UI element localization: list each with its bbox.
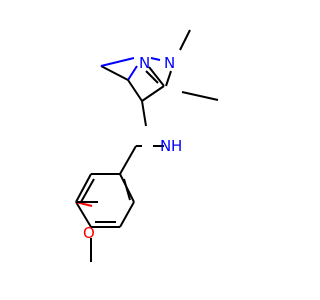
bond-c4-c5: [148, 66, 165, 87]
bond-b1-b2-inner: [123, 178, 131, 201]
atom-label-n1: N: [164, 54, 175, 72]
bond-c4-c5-double: [145, 70, 159, 84]
bond-b5-b6: [75, 173, 92, 203]
bond-b2-b3: [119, 201, 135, 228]
bond-c3-c4-ring: [127, 79, 143, 102]
bond-c5-n1: [165, 70, 172, 87]
bond-b4-b5: [75, 201, 92, 228]
molecule-diagram: N N N H O: [0, 0, 300, 300]
atom-label-n2: N: [139, 54, 150, 72]
bond-b5-b6-inner: [80, 178, 95, 203]
atom-label-nh-h: H: [171, 137, 182, 155]
atom-label-nh: N: [160, 137, 171, 155]
bond-ch2-ring: [119, 145, 137, 175]
background: [0, 0, 300, 300]
bond-n2-n1: [150, 57, 161, 61]
atom-label-o: O: [83, 224, 95, 242]
bond-c-n2-double: [100, 57, 135, 67]
bond-c3-c4: [141, 85, 165, 102]
bond-c-n2: [127, 65, 138, 81]
bond-c4-nh: [141, 100, 147, 127]
bond-ring-c-c: [100, 65, 129, 81]
bond-c5-methyl: [181, 91, 219, 101]
bond-n1-methyl: [179, 29, 191, 51]
